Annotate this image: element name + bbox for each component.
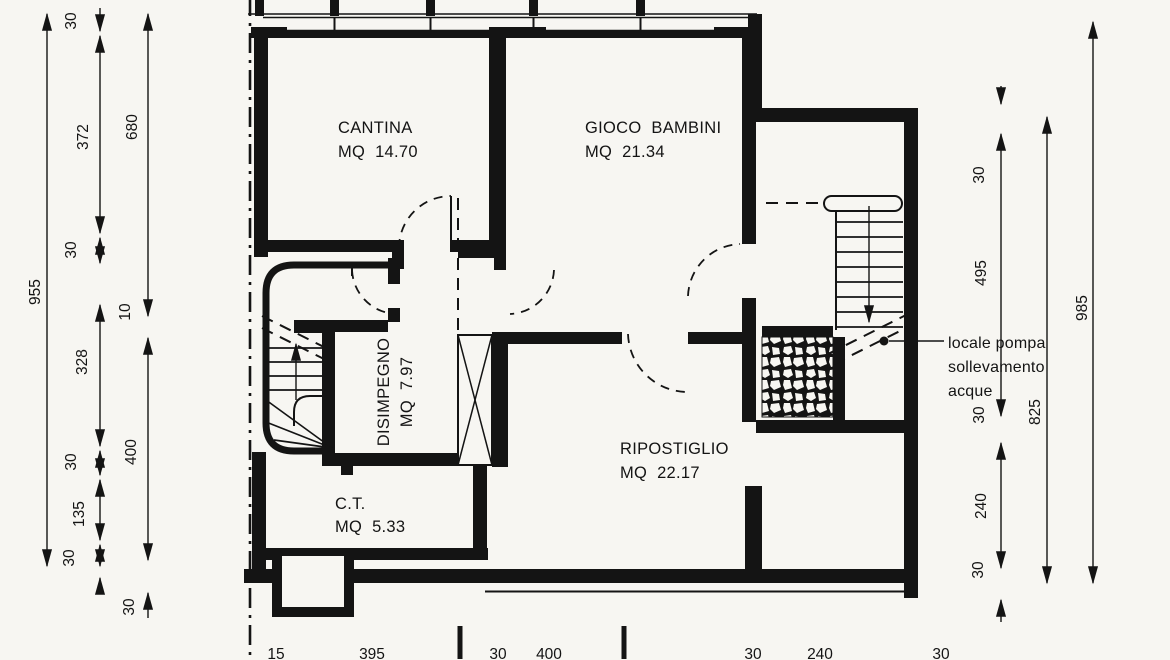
dim-left-680: 680 <box>124 114 141 140</box>
room-area-ripostiglio: MQ 22.17 <box>620 464 700 482</box>
dim-right-495: 495 <box>973 260 990 286</box>
annotation-line-3: acque <box>948 383 993 400</box>
dim-left-135: 135 <box>71 501 88 527</box>
room-area-ct: MQ 5.33 <box>335 518 405 536</box>
dim-left-30d: 30 <box>61 549 78 567</box>
doors <box>351 195 741 393</box>
dim-right-985: 985 <box>1074 295 1091 321</box>
dim-bottom-30b: 30 <box>744 646 762 660</box>
room-labels: CANTINA MQ 14.70 GIOCO BAMBINI MQ 21.34 … <box>335 119 729 536</box>
room-area-disimpegno: MQ 7.97 <box>398 357 416 427</box>
dim-left-328: 328 <box>74 349 91 375</box>
dim-right-240: 240 <box>973 493 990 519</box>
room-area-cantina: MQ 14.70 <box>338 143 418 161</box>
room-label-cantina: CANTINA <box>338 119 413 137</box>
dim-right-30b: 30 <box>971 406 988 424</box>
dim-bottom-395: 395 <box>359 646 385 660</box>
dim-left-30c: 30 <box>63 453 80 471</box>
dim-right-30c: 30 <box>970 561 987 579</box>
dim-bottom-240: 240 <box>807 646 833 660</box>
dim-bottom-30a: 30 <box>489 646 507 660</box>
dim-left-955: 955 <box>27 279 44 305</box>
dimension-labels: 955 30 372 680 30 10 328 400 30 135 30 3… <box>27 12 1091 660</box>
dim-left-30e: 30 <box>121 598 138 616</box>
annotation-leader <box>879 336 944 346</box>
room-area-gioco: MQ 21.34 <box>585 143 665 161</box>
room-label-disimpegno: DISIMPEGNO <box>375 338 393 446</box>
dimension-lines <box>41 8 1099 659</box>
light-well <box>272 556 354 617</box>
leader-dot <box>879 336 889 346</box>
room-label-gioco: GIOCO BAMBINI <box>585 119 721 137</box>
dim-right-825: 825 <box>1027 399 1044 425</box>
dim-left-400: 400 <box>123 439 140 465</box>
pump-room-annotation: locale pompa sollevamento acque <box>948 335 1046 400</box>
winder-stair <box>261 261 398 455</box>
walls <box>244 0 918 598</box>
dim-left-30a: 30 <box>63 12 80 30</box>
annotation-line-2: sollevamento <box>948 359 1045 376</box>
room-label-ripostiglio: RIPOSTIGLIO <box>620 440 729 458</box>
annotation-line-1: locale pompa <box>948 335 1046 352</box>
duct-shaft <box>457 198 493 466</box>
dim-right-30a: 30 <box>971 166 988 184</box>
dim-bottom-30c: 30 <box>932 646 950 660</box>
dim-bottom-15: 15 <box>267 646 284 660</box>
dim-left-10: 10 <box>117 303 134 321</box>
room-label-ct: C.T. <box>335 495 366 513</box>
external-stair <box>766 195 919 365</box>
dim-left-30b: 30 <box>63 241 80 259</box>
dim-bottom-400: 400 <box>536 646 562 660</box>
dim-left-372: 372 <box>75 124 92 150</box>
